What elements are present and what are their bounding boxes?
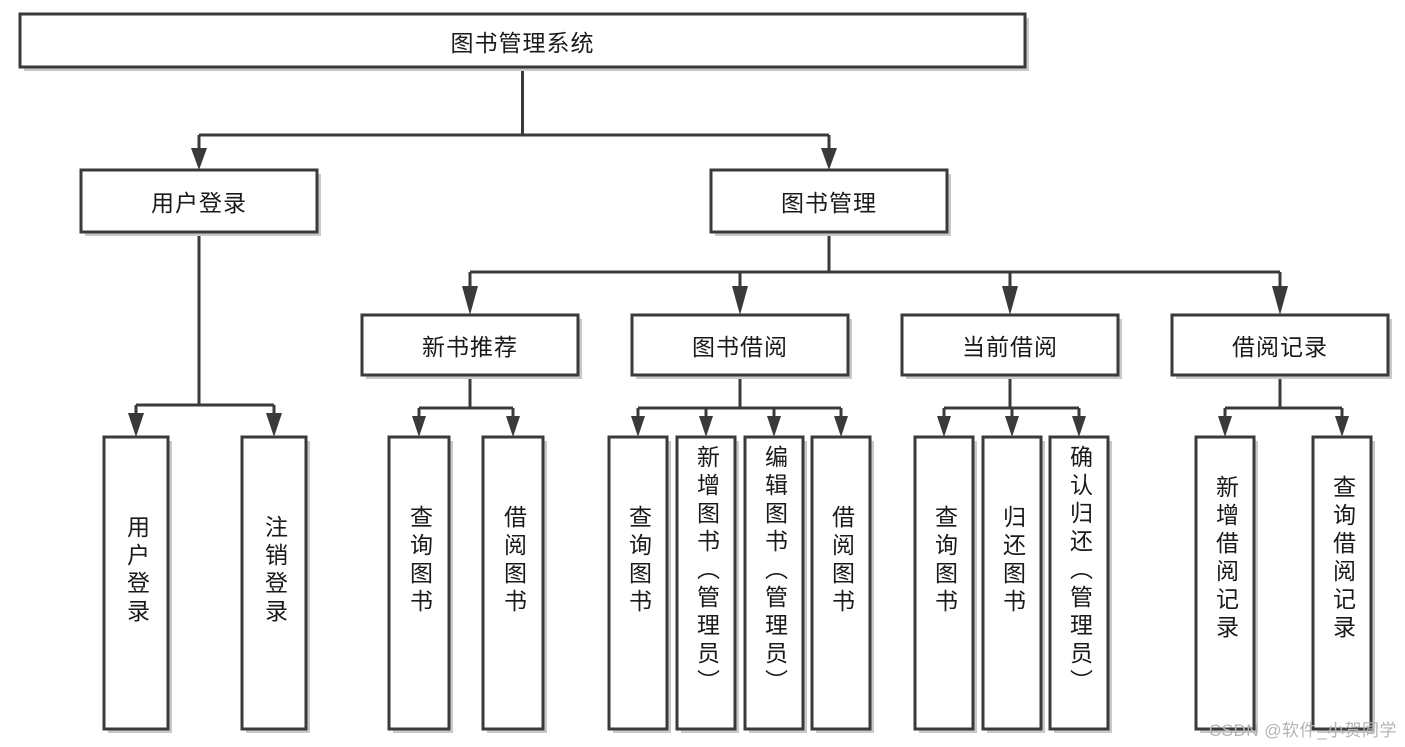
leaf-borrow-book-box[interactable] <box>810 435 872 731</box>
arrow-to-leaf-query-book-borrow <box>631 416 645 437</box>
connector-layer <box>128 67 1349 437</box>
leaf-query-borrow-record-box[interactable] <box>1311 435 1373 731</box>
leaf-query-book-recommend-box[interactable] <box>387 435 451 731</box>
arrow-to-leaf-borrow-book-recommend <box>506 416 520 437</box>
new-book-recommend-box[interactable] <box>360 313 580 377</box>
leaf-edit-book-box[interactable] <box>743 435 805 731</box>
book-borrow-box[interactable] <box>630 313 850 377</box>
leaf-logout-box[interactable] <box>240 435 308 731</box>
arrow-to-current-borrow <box>1002 286 1018 315</box>
leaf-add-book-box[interactable] <box>675 435 737 731</box>
user-login-box[interactable] <box>79 168 319 234</box>
leaf-query-book-current-box[interactable] <box>913 435 975 731</box>
arrow-to-leaf-add-borrow-record <box>1218 416 1232 437</box>
arrow-to-leaf-edit-book <box>767 416 781 437</box>
arrow-to-leaf-confirm-return <box>1072 416 1086 437</box>
leaf-return-book-box[interactable] <box>981 435 1043 731</box>
arrow-to-leaf-borrow-book <box>834 416 848 437</box>
leaf-add-borrow-record-box[interactable] <box>1194 435 1256 731</box>
borrow-record-box[interactable] <box>1170 313 1390 377</box>
root-box[interactable] <box>18 12 1027 69</box>
arrow-to-book-borrow <box>732 286 748 315</box>
leaf-query-book-borrow-box[interactable] <box>607 435 669 731</box>
arrow-to-new-book-recommend <box>462 286 478 315</box>
current-borrow-box[interactable] <box>900 313 1120 377</box>
arrow-to-leaf-add-book <box>699 416 713 437</box>
box-layer <box>18 12 1392 733</box>
arrow-to-leaf-return-book <box>1005 416 1019 437</box>
csdn-watermark: CSDN @软件_小贺同学 <box>1208 721 1397 740</box>
leaf-user-login-box[interactable] <box>102 435 170 731</box>
arrow-to-leaf-query-book-recommend <box>412 416 426 437</box>
leaf-confirm-return-box[interactable] <box>1048 435 1110 731</box>
arrow-to-leaf-query-borrow-record <box>1335 416 1349 437</box>
arrow-to-leaf-logout <box>266 413 282 437</box>
leaf-borrow-book-recommend-box[interactable] <box>481 435 545 731</box>
arrow-to-user-login <box>191 148 207 170</box>
arrow-to-leaf-user-login <box>128 413 144 437</box>
arrow-to-leaf-query-book-current <box>937 416 951 437</box>
book-manage-box[interactable] <box>709 168 949 234</box>
arrow-to-borrow-record <box>1272 286 1288 315</box>
arrow-to-book-manage <box>821 148 837 170</box>
